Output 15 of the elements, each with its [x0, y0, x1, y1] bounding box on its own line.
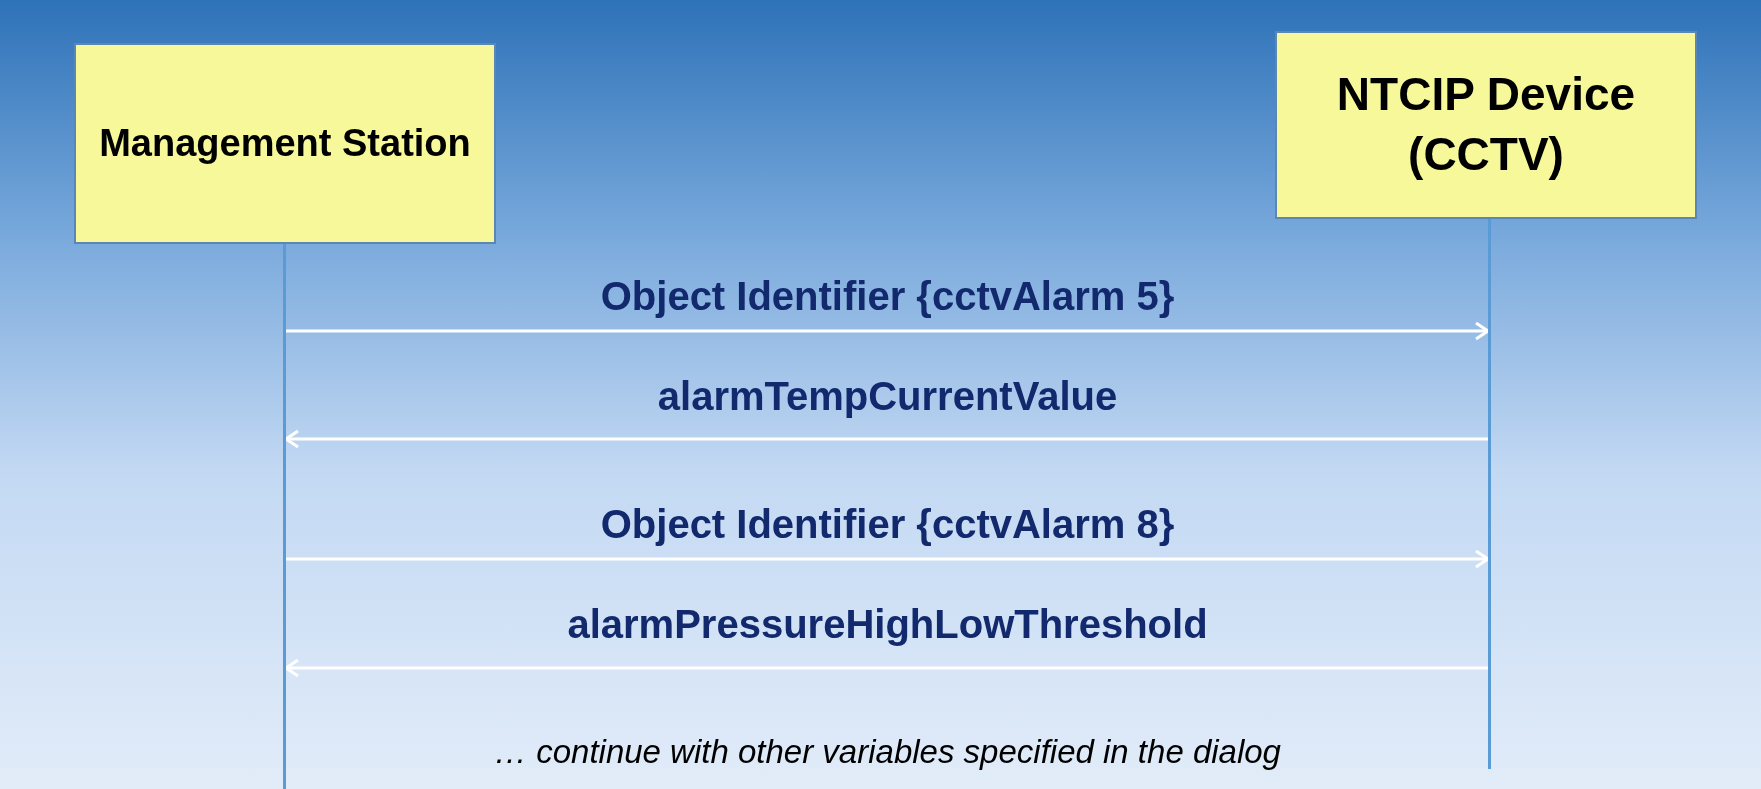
note-text: … continue with other variables specified in the dialog: [493, 732, 1282, 772]
message-arrow: [284, 429, 1488, 449]
message-label: Object Identifier {cctvAlarm 8}: [599, 501, 1176, 548]
lifeline: [1488, 219, 1491, 769]
message-arrow: [286, 549, 1490, 569]
participant-box: [74, 43, 496, 244]
message-arrow: [286, 321, 1490, 341]
lifeline: [283, 244, 286, 789]
message-arrow: [284, 658, 1488, 678]
participant-name: NTCIP Device (CCTV): [1335, 67, 1637, 182]
participant-box: [1275, 31, 1697, 219]
message-label: alarmPressureHighLowThreshold: [566, 601, 1209, 648]
message-label: alarmTempCurrentValue: [656, 373, 1119, 420]
message-label: Object Identifier {cctvAlarm 5}: [599, 273, 1176, 320]
participant-name: Management Station: [99, 120, 471, 166]
